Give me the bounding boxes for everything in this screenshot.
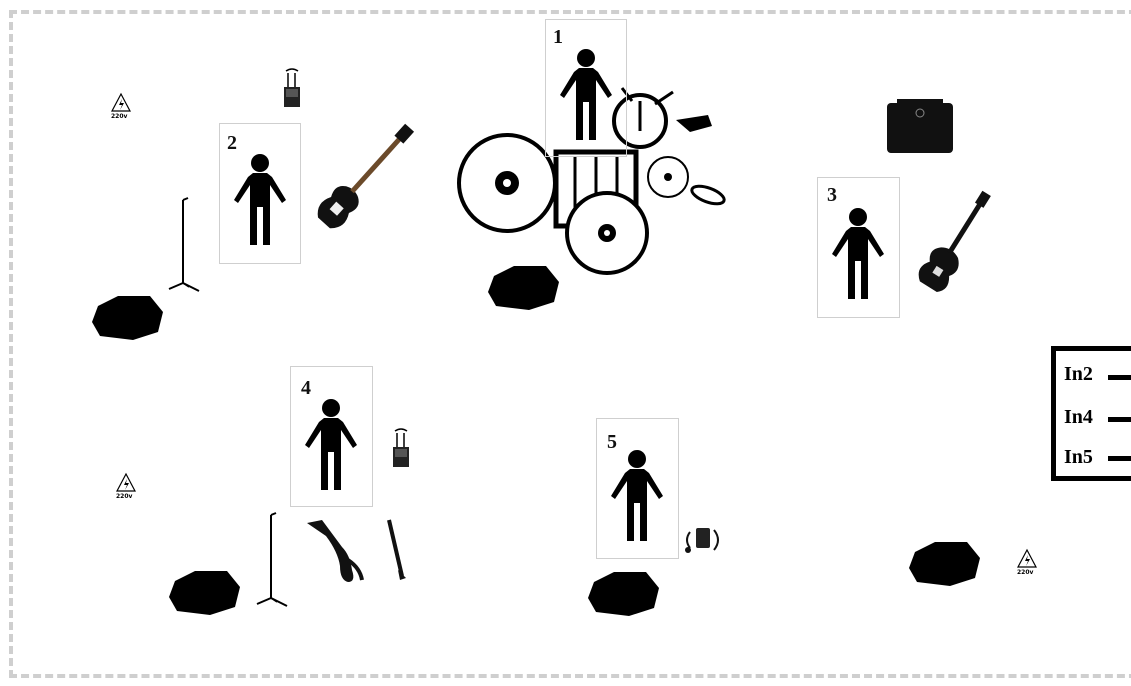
- monitor-wedge-icon: [488, 266, 559, 310]
- power-outlet-label: 220v: [1017, 569, 1034, 576]
- power-outlet-1: 220v: [111, 93, 131, 120]
- performer-2-position: 2: [219, 123, 301, 264]
- performer-5-position: 5: [596, 418, 679, 559]
- performer-number: 3: [827, 184, 837, 206]
- power-outlet-3: 220v: [1017, 549, 1037, 576]
- guitar-amp-icon: [887, 99, 953, 153]
- power-outlet-label: 220v: [116, 493, 133, 500]
- wireless-transmitter-icon: [283, 68, 301, 108]
- performer-number: 2: [227, 132, 237, 154]
- drum-kit-icon: [457, 87, 726, 275]
- input-label-1: In2: [1064, 363, 1093, 385]
- input-line-2: [1108, 417, 1131, 422]
- monitor-wedge-icon: [588, 572, 659, 616]
- bass-guitar-icon: [317, 123, 415, 229]
- performer-number: 4: [301, 377, 311, 399]
- mic-stand-icon: [256, 512, 288, 607]
- wireless-transmitter-icon: [392, 428, 410, 468]
- saxophone-icon: [307, 520, 364, 582]
- performer-number: 5: [607, 431, 617, 453]
- input-label-2: In4: [1064, 406, 1093, 428]
- stage-border: [9, 10, 1131, 678]
- performer-3-position: 3: [817, 177, 900, 318]
- monitor-wedge-icon: [909, 542, 980, 586]
- electric-guitar-icon: [918, 190, 991, 292]
- input-line-1: [1108, 375, 1131, 380]
- performer-1-position: 1: [545, 19, 627, 157]
- performer-4-position: 4: [290, 366, 373, 507]
- high-voltage-icon: [111, 93, 131, 112]
- input-panel: In2 In4 In5: [1051, 346, 1131, 481]
- clarinet-icon: [387, 519, 406, 580]
- power-outlet-2: 220v: [116, 473, 136, 500]
- power-outlet-label: 220v: [111, 113, 128, 120]
- high-voltage-icon: [1017, 549, 1037, 568]
- monitor-wedge-icon: [169, 571, 240, 615]
- monitor-wedge-icon: [92, 296, 163, 340]
- in-ear-monitor-icon: [685, 528, 719, 553]
- input-label-3: In5: [1064, 446, 1093, 468]
- mic-stand-icon: [168, 197, 200, 292]
- input-line-3: [1108, 456, 1131, 461]
- performer-number: 1: [553, 26, 563, 48]
- high-voltage-icon: [116, 473, 136, 492]
